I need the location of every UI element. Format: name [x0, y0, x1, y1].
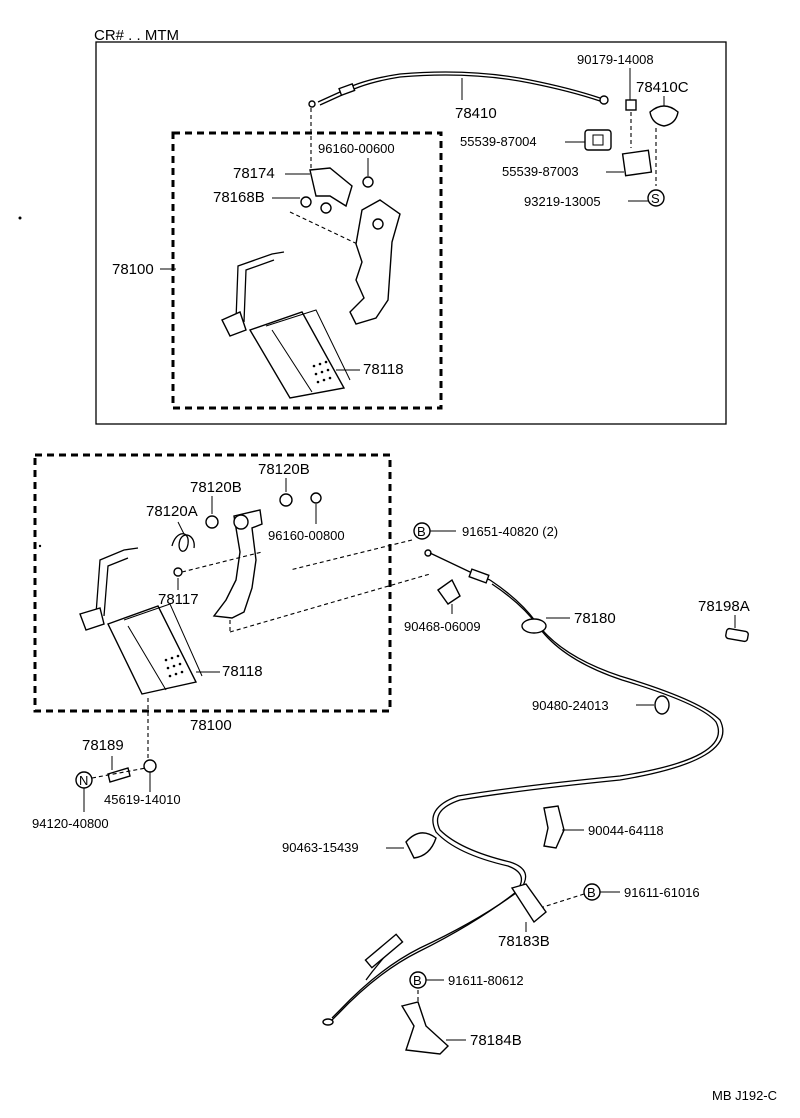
label-78174: 78174	[233, 165, 275, 182]
label-78184B: 78184B	[470, 1032, 522, 1049]
upper-pedal-assembly-box	[171, 131, 443, 410]
label-90463-15439: 90463-15439	[282, 840, 359, 855]
bolt-icon	[107, 767, 131, 783]
clamp-icon	[437, 578, 461, 605]
lower-pedal-assembly-box	[33, 453, 392, 713]
marker-b-1: B	[417, 524, 426, 539]
lower-accelerator-pedal-icon	[79, 547, 203, 695]
label-78100-lower: 78100	[190, 717, 232, 734]
label-78120B-a: 78120B	[258, 461, 310, 478]
grommet-icon-2	[521, 618, 547, 634]
label-90480-24013: 90480-24013	[532, 698, 609, 713]
label-78180: 78180	[574, 610, 616, 627]
upper-frame	[95, 41, 727, 425]
clip-icon-2	[543, 805, 565, 849]
cap-icon	[649, 105, 679, 127]
bracket-icon-2	[400, 1001, 450, 1055]
bushing-icon	[279, 493, 293, 507]
label-90468-06009: 90468-06009	[404, 619, 481, 634]
header-note: CR# . . MTM	[94, 27, 179, 44]
label-96160-00600: 96160-00600	[318, 141, 395, 156]
label-94120-40800: 94120-40800	[32, 816, 109, 831]
marker-b-3: B	[413, 973, 422, 988]
label-91611-80612: 91611-80612	[448, 973, 524, 988]
marker-b-2: B	[587, 885, 596, 900]
label-91651-40820: 91651-40820 (2)	[462, 524, 558, 539]
marker-n: N	[79, 773, 88, 788]
label-78410C: 78410C	[636, 79, 689, 96]
plate-icon	[621, 149, 653, 177]
accelerator-pedal-icon	[221, 251, 351, 399]
label-93219-13005: 93219-13005	[524, 194, 601, 209]
stopper-icon	[725, 627, 749, 643]
footer-code: MB J192-C	[712, 1088, 777, 1103]
label-78410: 78410	[455, 105, 497, 122]
label-78120B-b: 78120B	[190, 479, 242, 496]
label-90179-14008: 90179-14008	[577, 52, 654, 67]
pedal-lever-icon	[349, 199, 401, 325]
label-78100-upper: 78100	[112, 261, 154, 278]
band-clamp-icon	[405, 832, 437, 859]
marker-s: S	[651, 191, 660, 206]
upper-group: 78410 90179-14008 78410C 55539-87004 555…	[95, 41, 727, 425]
label-96160-00800: 96160-00800	[268, 528, 345, 543]
label-78189: 78189	[82, 737, 124, 754]
label-78183B: 78183B	[498, 933, 550, 950]
bracket-icon	[309, 167, 353, 208]
grommet-icon	[584, 129, 612, 151]
accelerator-cable-icon	[308, 71, 609, 108]
label-55539-87004: 55539-87004	[460, 134, 537, 149]
label-78118-lower: 78118	[222, 663, 263, 680]
lower-group: 78120B 78120B 96160-00800 78120A B 91651…	[32, 453, 750, 1055]
spring-icon	[171, 533, 195, 552]
label-91611-61016: 91611-61016	[624, 885, 700, 900]
lower-accelerator-cable-icon	[322, 549, 724, 1026]
label-45619-14010: 45619-14010	[104, 792, 181, 807]
label-78168B: 78168B	[213, 189, 265, 206]
label-78198A: 78198A	[698, 598, 750, 615]
label-78120A: 78120A	[146, 503, 198, 520]
cable-bracket-icon	[510, 883, 547, 924]
label-90044-64118: 90044-64118	[588, 823, 664, 838]
clip-icon	[625, 99, 637, 111]
label-78117: 78117	[158, 591, 199, 608]
lower-pedal-lever-icon	[212, 509, 263, 619]
label-55539-87003: 55539-87003	[502, 164, 579, 179]
label-78118-upper: 78118	[363, 361, 404, 378]
